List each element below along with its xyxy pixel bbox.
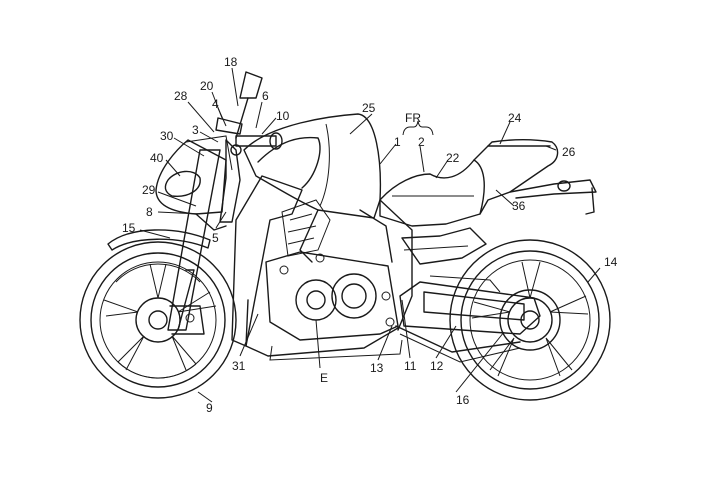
label-3: 3 xyxy=(192,123,199,137)
frame xyxy=(299,199,487,331)
label-8: 8 xyxy=(146,205,153,219)
label-5: 5 xyxy=(212,231,219,245)
radiator-shroud xyxy=(231,175,399,357)
tail-cowl xyxy=(473,139,597,215)
label-36: 36 xyxy=(512,199,526,213)
reference-labels: 18 20 28 4 6 10 3 30 40 29 8 15 5 25 FR … xyxy=(122,55,618,415)
label-31: 31 xyxy=(232,359,246,373)
label-12: 12 xyxy=(430,359,444,373)
label-FR: FR xyxy=(405,111,421,125)
label-14: 14 xyxy=(604,255,618,269)
label-24: 24 xyxy=(508,111,522,125)
label-30: 30 xyxy=(160,129,174,143)
label-28: 28 xyxy=(174,89,188,103)
label-13: 13 xyxy=(370,361,384,375)
label-11: 11 xyxy=(404,359,417,373)
label-26: 26 xyxy=(562,145,576,159)
engine xyxy=(265,199,403,361)
front-fender xyxy=(107,229,211,251)
label-29: 29 xyxy=(142,183,156,197)
label-20: 20 xyxy=(200,79,214,93)
label-10: 10 xyxy=(276,109,290,123)
label-E: E xyxy=(320,371,328,385)
fuel-tank xyxy=(243,113,382,219)
handlebar-mirror xyxy=(215,71,283,223)
label-6: 6 xyxy=(262,89,269,103)
label-9: 9 xyxy=(206,401,213,415)
label-25: 25 xyxy=(362,101,376,115)
label-1: 1 xyxy=(394,135,401,149)
label-2: 2 xyxy=(418,135,425,149)
rear-wheel xyxy=(449,239,611,401)
front-fork xyxy=(167,149,221,335)
front-wheel xyxy=(79,241,237,399)
leader-lines xyxy=(139,67,601,403)
swingarm xyxy=(395,275,541,363)
label-40: 40 xyxy=(150,151,164,165)
label-16: 16 xyxy=(456,393,470,407)
label-18: 18 xyxy=(224,55,238,69)
label-22: 22 xyxy=(446,151,460,165)
label-4: 4 xyxy=(212,97,219,111)
seat xyxy=(379,159,485,227)
label-15: 15 xyxy=(122,221,136,235)
